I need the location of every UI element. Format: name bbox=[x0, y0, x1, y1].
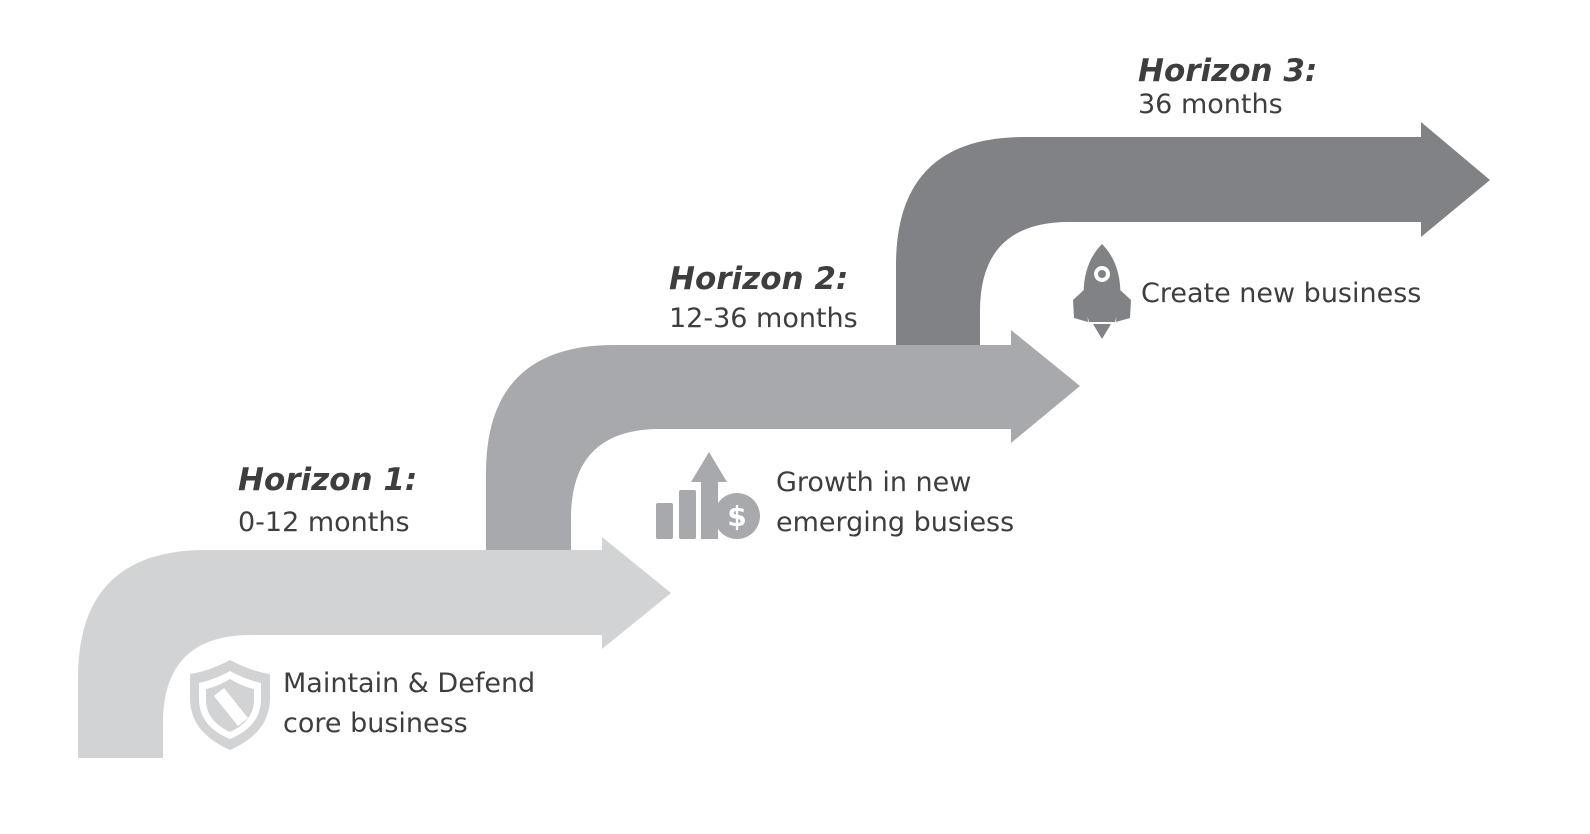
horizon-2-arrow bbox=[486, 330, 1080, 550]
growth-chart-icon: $ bbox=[656, 452, 760, 539]
horizon-3-arrow bbox=[896, 122, 1490, 345]
horizon-2-title: Horizon 2: bbox=[669, 261, 849, 297]
horizon-2-description-line-2: emerging busiess bbox=[776, 507, 1015, 538]
horizon-2-description-line-1: Growth in new bbox=[776, 467, 972, 498]
rocket-icon bbox=[1073, 244, 1131, 339]
horizon-3-period: 36 months bbox=[1138, 89, 1283, 120]
shield-icon bbox=[190, 660, 270, 750]
horizon-3-description: Create new business bbox=[1141, 274, 1421, 314]
horizon-1-arrow bbox=[78, 537, 671, 758]
horizon-1-description-line-2: core business bbox=[283, 708, 468, 739]
horizon-1-title: Horizon 1: bbox=[238, 462, 418, 498]
horizon-1-description-line-1: Maintain & Defend bbox=[283, 668, 536, 699]
svg-text:$: $ bbox=[727, 500, 746, 533]
horizon-2-period: 12-36 months bbox=[669, 303, 858, 334]
horizon-1-description: Maintain & Defend core business bbox=[283, 664, 535, 744]
horizon-2-description: Growth in new emerging busiess bbox=[776, 463, 1014, 543]
horizon-1-period: 0-12 months bbox=[238, 507, 410, 538]
horizon-3-title: Horizon 3: bbox=[1138, 53, 1318, 89]
horizon-3-description-line-1: Create new business bbox=[1141, 278, 1422, 309]
